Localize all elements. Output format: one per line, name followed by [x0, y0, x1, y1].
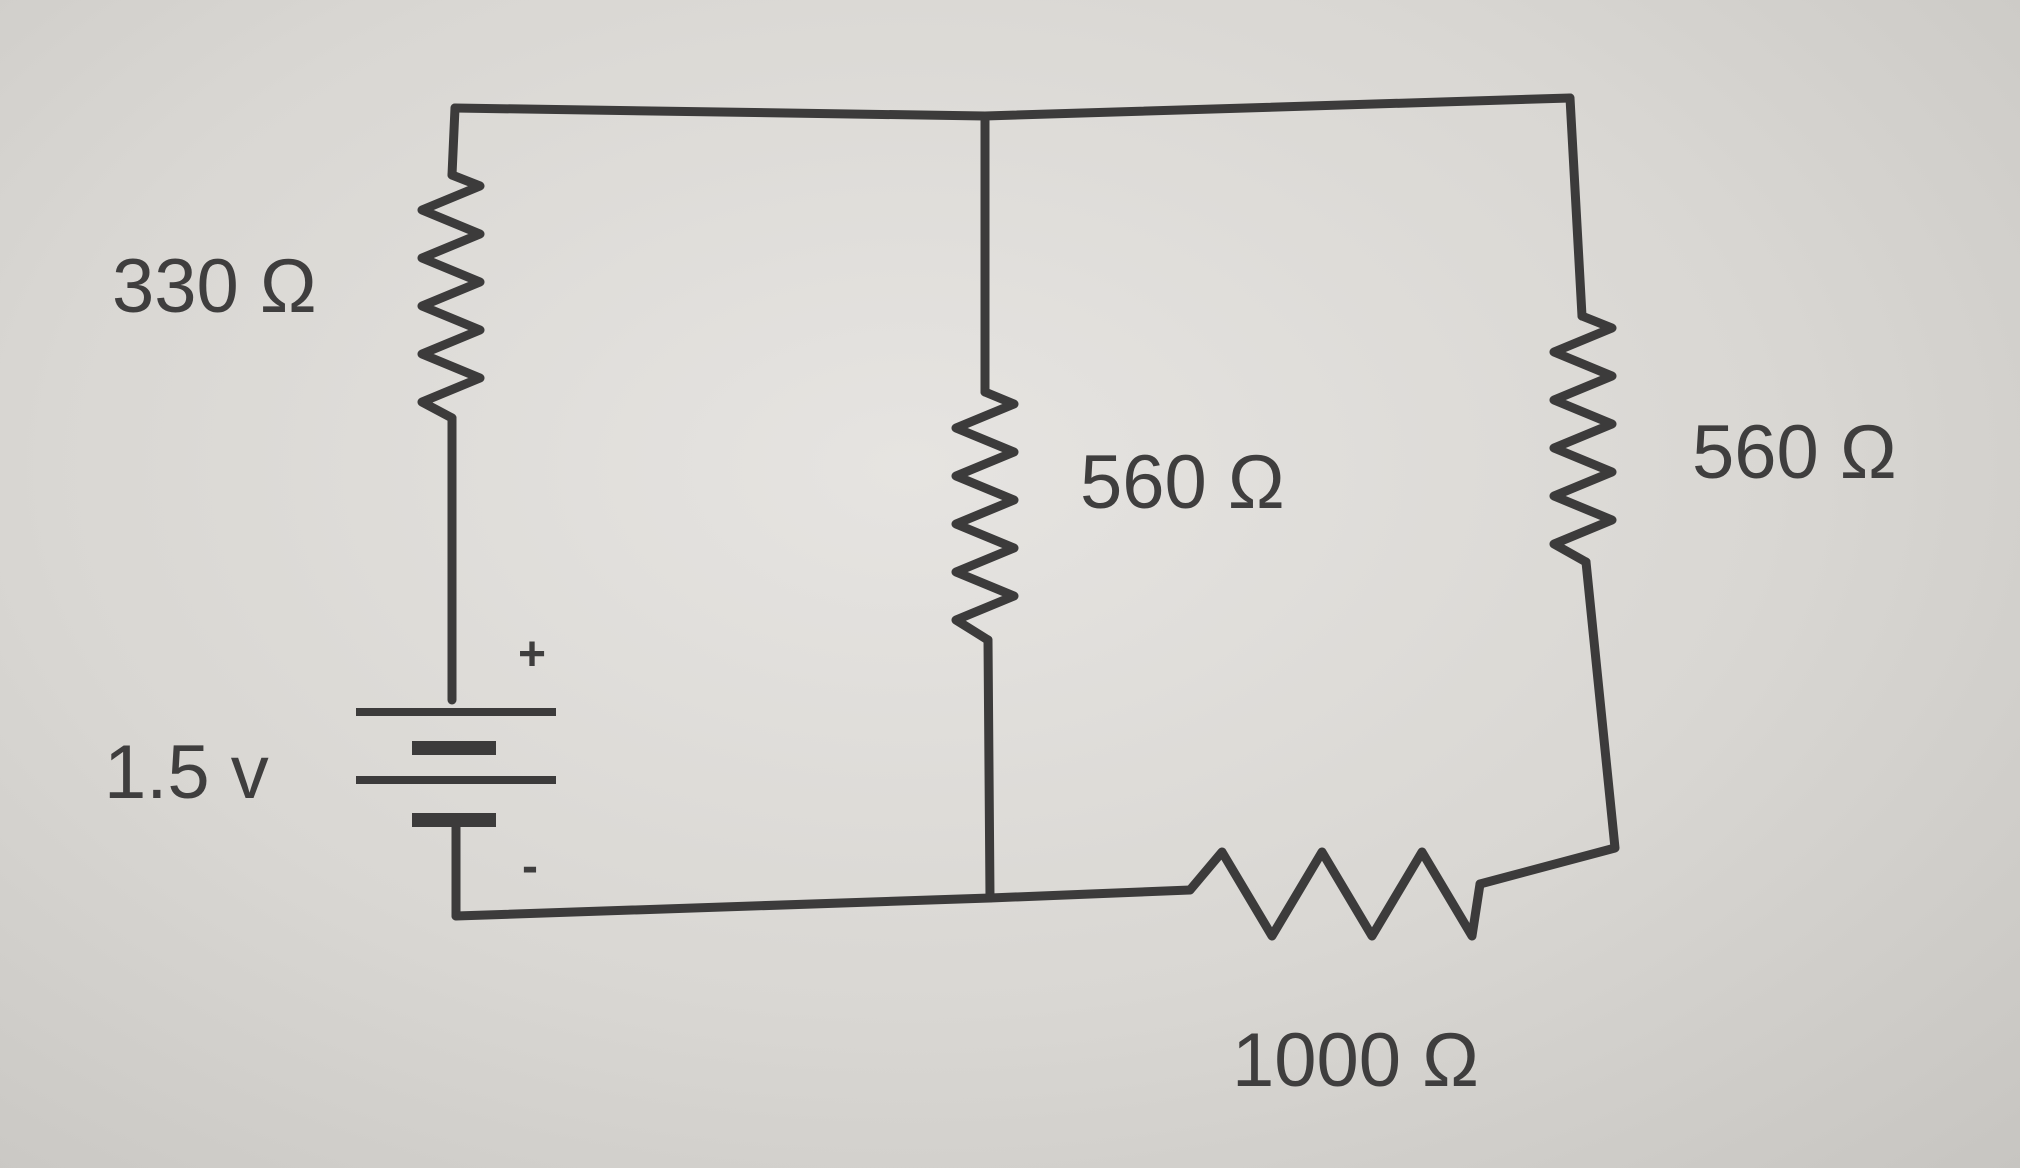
label-resistor-1000: 1000 Ω [1232, 1018, 1479, 1103]
resistor-560-middle [951, 387, 1019, 645]
label-resistor-330: 330 Ω [112, 244, 317, 329]
resistor-330 [417, 170, 485, 423]
wire-middle-lower [983, 635, 995, 903]
wire-bottom-center [985, 885, 1195, 903]
label-resistor-560-middle: 560 Ω [1080, 440, 1285, 525]
wire-right-lower [1475, 557, 1620, 889]
resistor-560-right [1549, 311, 1617, 567]
label-resistor-560-right: 560 Ω [1692, 410, 1897, 495]
wire-bottom-left [451, 893, 995, 921]
wire-right-upper [1565, 93, 1587, 321]
wire-top [450, 93, 1575, 121]
battery-negative-sign: - [522, 840, 538, 893]
wire-left-upper [447, 103, 460, 180]
resistor-1000 [1185, 847, 1485, 941]
label-battery-voltage: 1.5 v [104, 730, 269, 815]
battery-positive-sign: + [518, 628, 546, 681]
